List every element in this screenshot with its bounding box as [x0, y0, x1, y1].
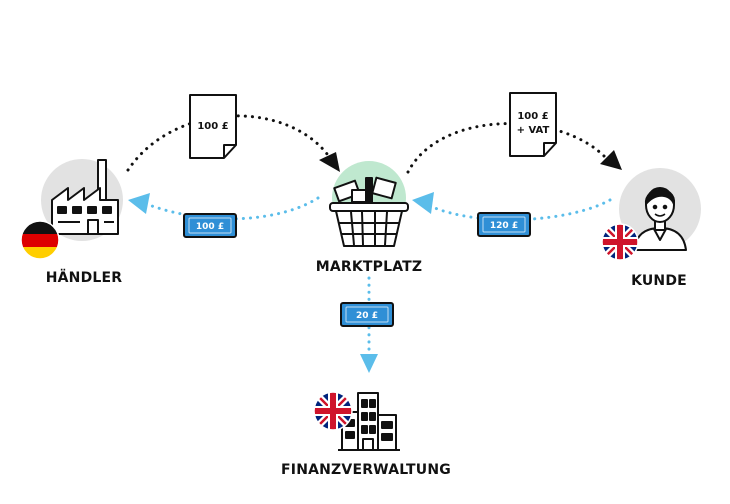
invoice-document-2: 100 £ + VAT — [509, 92, 557, 157]
node-marktplatz: MARKTPLATZ — [316, 161, 423, 275]
node-haendler: HÄNDLER — [20, 159, 123, 286]
node-label-haendler: HÄNDLER — [46, 269, 123, 286]
germany-flag-icon — [20, 220, 60, 260]
banknote-amount: 120 £ — [490, 221, 518, 231]
invoice-document-1: 100 £ — [189, 94, 237, 159]
arrowhead-icon — [412, 192, 434, 214]
node-label-finanz: FINANZVERWALTUNG — [281, 462, 451, 478]
invoice-amount: 100 £ — [517, 111, 548, 122]
node-label-kunde: KUNDE — [631, 273, 687, 289]
banknote-amount: 20 £ — [356, 311, 378, 321]
money-flow-marktplatz-to-haendler — [128, 193, 320, 221]
factory-icon — [51, 159, 119, 235]
invoice-vat: + VAT — [517, 125, 550, 136]
shopping-basket-icon — [329, 176, 409, 247]
node-label-marktplatz: MARKTPLATZ — [316, 259, 423, 275]
banknote-amount: 100 £ — [196, 222, 224, 232]
arrowhead-icon — [319, 152, 340, 172]
node-kunde: KUNDE — [601, 168, 701, 289]
arrowhead-icon — [600, 150, 622, 170]
customer-person-icon — [633, 187, 687, 251]
banknote-20: 20 £ — [340, 302, 394, 327]
banknote-120: 120 £ — [477, 212, 531, 237]
arrowhead-icon — [128, 193, 150, 214]
arrowhead-icon — [360, 354, 378, 373]
banknote-100: 100 £ — [183, 213, 237, 238]
invoice-flow-marktplatz-to-kunde — [406, 122, 622, 174]
node-finanz: FINANZVERWALTUNG — [281, 391, 451, 478]
government-building-icon — [338, 392, 400, 451]
money-flow-kunde-to-marktplatz — [412, 192, 612, 222]
invoice-amount: 100 £ — [197, 121, 228, 132]
